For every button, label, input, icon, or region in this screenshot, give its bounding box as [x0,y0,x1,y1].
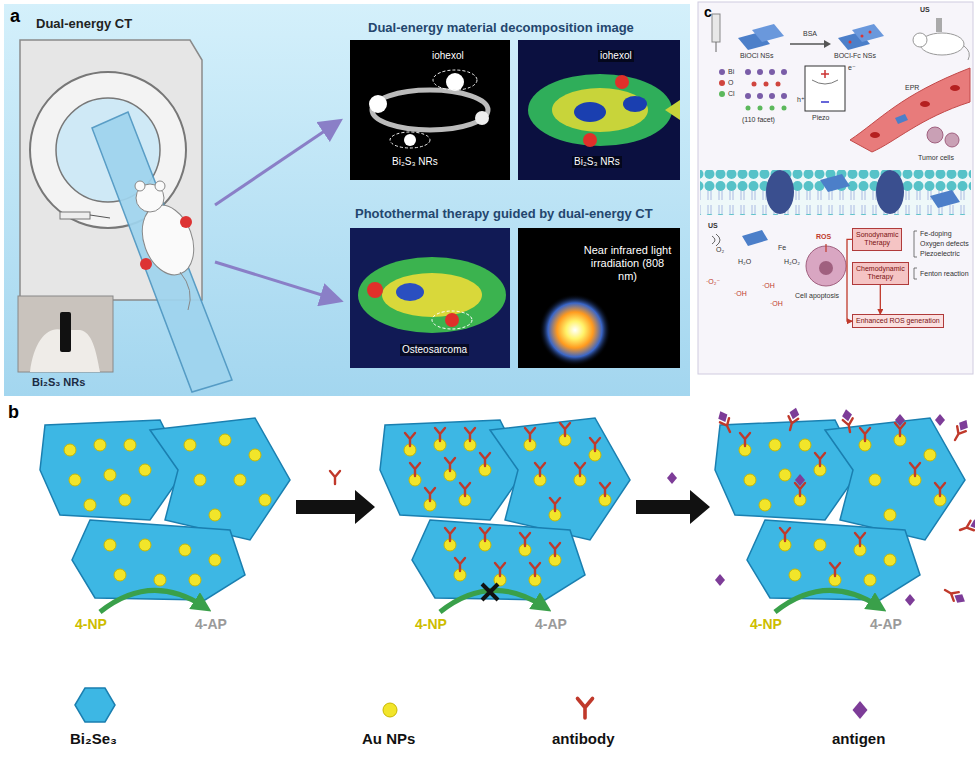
legend-text: antigen [832,730,885,747]
bi2se3-cluster [380,418,630,600]
process-arrow [296,471,710,524]
therapy-box: Sonodynamic Therapy [852,228,902,251]
therapy-box: Chemodynamic Therapy [852,262,909,285]
ct-image-color [518,40,680,180]
ct-image-bw [350,40,510,180]
text-label: 4-NP [415,616,447,633]
flow-arrow [215,122,338,205]
text-label: Dual-energy CT [36,16,132,32]
bracket [914,231,917,279]
text-label: b [8,402,19,424]
text-label: Fe-doping [920,230,952,238]
piezo-box [805,66,845,111]
panel-background [698,2,973,374]
text-label: H₂O [738,258,751,266]
bi2se3-cluster [40,418,290,600]
connector [880,285,881,314]
text-label: a [10,6,20,28]
text-label: O₂ [716,246,724,254]
legend-item: Au NPs [362,730,415,747]
legend-item: antibody [552,730,615,747]
text-label: Bi₂S₃ NRs [572,156,622,168]
box-text: Chemodynamic Therapy [856,265,905,282]
text-label: H₂O₂ [784,258,800,266]
antibodies [405,414,945,576]
panel-a [4,4,690,396]
text-label: Osteosarcoma [400,344,469,356]
crystal-structure [719,69,787,111]
text-label: 4-AP [535,616,567,633]
text-label: Tumor cells [918,154,954,162]
mouse [913,18,969,60]
mouse [133,181,203,310]
block-cross [482,584,498,600]
blood-vessel [850,68,970,152]
legend-text: Au NPs [362,730,415,747]
flow-arrow [215,262,338,300]
syringe [60,212,110,219]
therapy-box: Enhanced ROS generation [852,314,944,328]
text-label: Cell apoptosis [795,292,839,300]
legend-text: Bi₂Se₃ [70,730,117,747]
text-label: Oxygen defects [920,240,969,248]
ultrasound-wave [712,230,768,246]
text-label: Bi [728,68,734,76]
text-label: Near infrared light irradiation (808 nm) [580,244,675,284]
text-label: iohexol [432,50,464,62]
text-label: US [920,6,930,14]
panel-c [698,2,973,374]
text-label: EPR [905,84,919,92]
text-label: 4-NP [750,616,782,633]
fc-nanosheets [838,24,884,50]
text-label: 4-AP [195,616,227,633]
text-label: 4-AP [870,616,902,633]
legend-item: antigen [832,730,885,747]
text-label: ·OH [770,300,783,308]
text-label: Bi₂S₃ NRs [392,156,438,168]
therapy-image-color [350,228,510,368]
free-complexes [715,406,975,606]
text-label: h⁺ [797,96,805,104]
nir-image [518,228,680,368]
text-label: 4-NP [75,616,107,633]
panel-background [4,4,690,396]
legend-symbols [75,688,868,722]
text-label: ·OH [762,282,775,290]
text-label: e⁻ [848,64,856,72]
apoptotic-cell [806,244,846,286]
process-arrow [790,40,831,48]
syringe [712,14,720,52]
text-label: Fe [778,244,786,252]
text-label: c [704,4,712,21]
text-label: BSA [803,30,817,38]
text-label: Photothermal therapy guided by dual-ener… [355,206,653,222]
vial-photo [18,296,113,372]
legend-item: Bi₂Se₃ [70,730,117,747]
text-label: iohexol [598,50,634,62]
box-text: Sonodynamic Therapy [856,231,898,248]
text-label: ·OH [734,290,747,298]
text-label: Cl [728,90,735,98]
text-label: Dual-energy material decomposition image [368,20,634,36]
box-text: Enhanced ROS generation [856,317,940,325]
legend-text: antibody [552,730,615,747]
text-label: Fenton reaction [920,270,969,278]
text-label: BOCl-Fc NSs [834,52,876,60]
text-label: O [728,79,733,87]
text-label: ROS [816,233,831,241]
text-label: US [708,222,718,230]
text-label: (110 facet) [742,116,775,124]
panel-b [40,406,975,722]
text-label: Piezo [812,114,830,122]
bi2se3-cluster [715,418,965,600]
nanosheets [738,24,784,50]
cell-membrane [700,170,971,215]
text-label: BiOCl NSs [740,52,773,60]
text-label: Bi₂S₃ NRs [32,376,85,389]
text-label: Piezoelectric [920,250,960,258]
text-label: ·O₂⁻ [706,278,720,286]
